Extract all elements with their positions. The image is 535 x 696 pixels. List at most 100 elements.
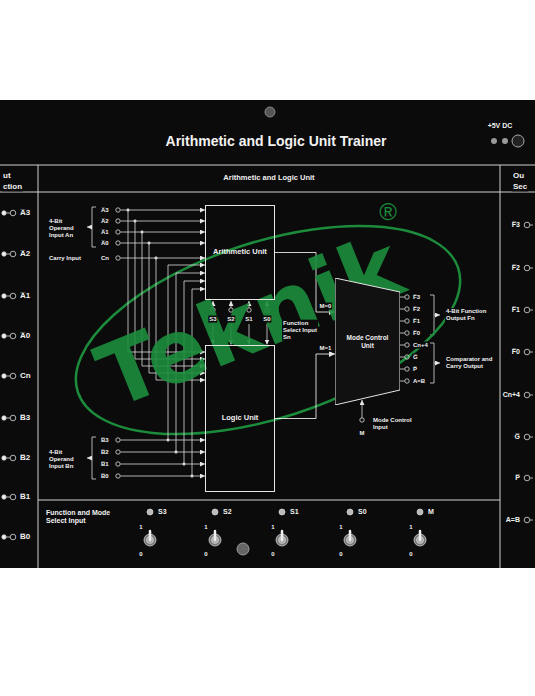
toggle-lever (149, 531, 152, 540)
group-label: Comparator and Carry Output (445, 356, 499, 370)
edge-label: M=0 (319, 303, 333, 310)
bracket-arrow (87, 227, 92, 228)
terminal-dot (2, 374, 6, 378)
terminal-lead (7, 418, 11, 419)
terminal-label: F̅2 (511, 264, 521, 272)
bracket (92, 207, 96, 247)
signal-wire (135, 221, 205, 359)
terminal-dot (2, 211, 6, 215)
pin-label: F̅1 (412, 318, 421, 325)
pin-label: Cn (100, 255, 110, 262)
pin-label: A̅3 (100, 207, 110, 214)
bracket-arrow (434, 363, 440, 364)
group-label: 4-Bit Operand Input Bn (48, 449, 86, 470)
pin-label: B̅3 (100, 437, 110, 444)
mode-connector (275, 354, 335, 419)
terminal-lead (7, 458, 11, 459)
terminal-dot (2, 456, 6, 460)
switch-state: 1 (203, 524, 208, 531)
signal-wire (362, 400, 363, 418)
panel-title: Arithmetic and Logic Unit Trainer (166, 133, 387, 149)
terminal-socket (10, 415, 16, 421)
terminal-label: F̅1 (511, 306, 521, 314)
terminal-socket (524, 222, 530, 228)
signal-wire (121, 221, 206, 222)
group-label: 4-Bit Operand Input An (48, 218, 86, 239)
switch-led (147, 509, 153, 515)
signal-wire (249, 301, 250, 308)
terminal-socket (10, 494, 16, 500)
pin-socket (405, 307, 409, 311)
edge-label: M=1 (319, 345, 333, 352)
signal-wire (192, 289, 205, 476)
switch-led (212, 509, 218, 515)
signal-wire (400, 297, 405, 298)
switch-label: S2 (222, 508, 233, 516)
terminal-label: P̅ (514, 474, 521, 482)
divider-line (38, 165, 39, 568)
divider-line (500, 165, 501, 568)
screw (265, 107, 275, 117)
pin-socket (265, 308, 269, 312)
terminal-lead (7, 497, 11, 498)
switch-state: 1 (338, 524, 343, 531)
pin-socket (116, 462, 120, 466)
terminal-label: Cn+4 (502, 391, 521, 399)
terminal-dot (2, 535, 6, 539)
pin-socket (116, 219, 120, 223)
section-header: ut (2, 171, 12, 180)
bracket (430, 295, 434, 335)
terminal-socket (524, 392, 530, 398)
terminal-label: A̅3 (19, 208, 31, 217)
pin-label: S3 (208, 316, 217, 323)
pin-label: A̅2 (100, 218, 110, 225)
switch-state: 0 (138, 551, 143, 558)
pin-socket (116, 256, 120, 260)
switch-label: M (427, 508, 435, 516)
pin-label: F̅3 (412, 294, 421, 301)
power-jack (512, 135, 524, 147)
power-label: +5V DC (487, 122, 514, 130)
pin-socket (405, 379, 409, 383)
pin-label: S1 (244, 316, 253, 323)
registered-mark: ® (379, 200, 397, 224)
terminal-lead (7, 336, 11, 337)
pin-label: M (359, 430, 366, 437)
pin-socket (405, 367, 409, 371)
terminal-socket (524, 434, 530, 440)
switch-label: S0 (357, 508, 368, 516)
switch-state: 1 (408, 524, 413, 531)
signal-wire (267, 301, 268, 308)
terminal-lead (530, 478, 533, 479)
terminal-label: A̅0 (19, 331, 31, 340)
terminal-lead (7, 537, 11, 538)
signal-wire (400, 369, 405, 370)
terminal-socket (10, 455, 16, 461)
switch-led (347, 509, 353, 515)
signal-wire (213, 301, 214, 308)
terminal-lead (530, 520, 533, 521)
terminal-label: B̅3 (19, 413, 31, 422)
terminal-lead (530, 268, 533, 269)
signal-wire (400, 357, 405, 358)
terminal-socket (10, 534, 16, 540)
terminal-label: G̅ (514, 433, 521, 441)
watermark-ellipse (51, 185, 486, 476)
signal-wire (142, 232, 205, 366)
pin-socket (116, 230, 120, 234)
switch-label: S3 (157, 508, 168, 516)
signal-wire (168, 265, 205, 440)
pin-socket (116, 450, 120, 454)
bracket-arrow (434, 315, 440, 316)
terminal-label: B̅2 (19, 453, 31, 462)
signal-wire (400, 381, 405, 382)
signal-wire (121, 232, 206, 233)
terminal-socket (524, 349, 530, 355)
pin-socket (116, 241, 120, 245)
signal-wire (400, 333, 405, 334)
unit-label: Mode Control Unit (346, 334, 390, 349)
toggle-lever (349, 531, 352, 540)
pin-socket (247, 308, 251, 312)
signal-wire (156, 258, 205, 380)
unit-box: Logic Unit (205, 345, 275, 492)
